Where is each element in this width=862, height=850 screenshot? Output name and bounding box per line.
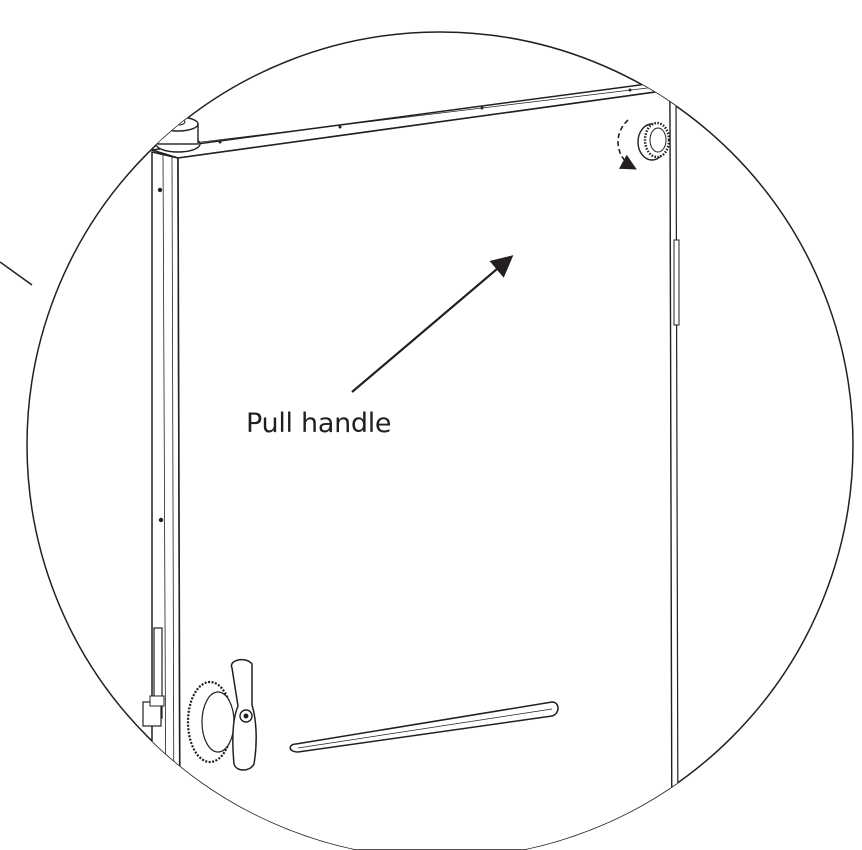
pull-handle-pointer-arrow	[351, 255, 514, 393]
side-latch	[142, 627, 165, 727]
detail-magnifier-circle	[26, 31, 854, 850]
knurled-knob-icon	[637, 121, 671, 161]
pull-handle-label: Pull handle	[246, 408, 392, 439]
detail-leader-line	[0, 261, 33, 286]
hinge-pin-icon	[155, 116, 201, 153]
door-assembly	[142, 81, 680, 850]
door-front-panel	[177, 89, 673, 850]
t-handle-lock-icon	[186, 658, 257, 771]
rotate-arrow-icon	[617, 119, 637, 170]
bottom-slot-bar	[289, 701, 559, 753]
